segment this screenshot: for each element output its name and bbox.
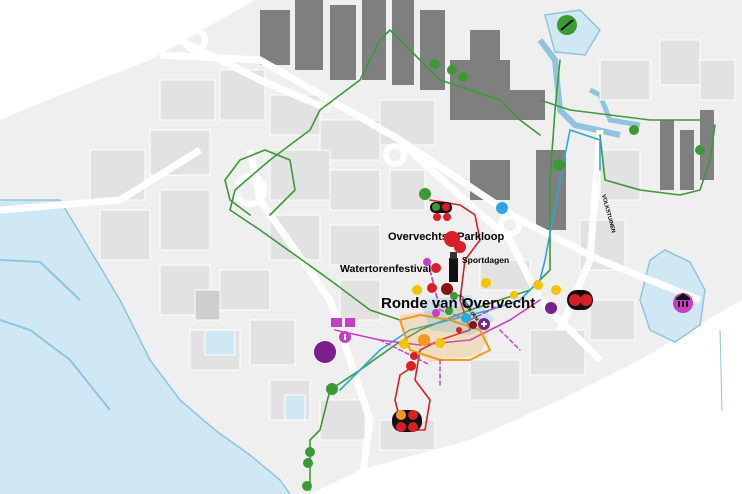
shop-marker-2[interactable] — [345, 318, 355, 327]
red-cluster-parkloop[interactable] — [427, 231, 466, 295]
red-cluster-south[interactable] — [392, 410, 422, 432]
roads — [0, 36, 702, 494]
green-route-loop — [259, 229, 401, 321]
routes — [224, 29, 716, 491]
route-dashed-1 — [379, 339, 431, 366]
red-route — [409, 199, 481, 431]
purple-small-marker[interactable] — [545, 302, 557, 314]
green-markers[interactable] — [302, 59, 705, 491]
watertower-marker[interactable] — [449, 252, 458, 282]
green-route-north — [229, 29, 541, 231]
green-route-west — [224, 149, 296, 216]
misc-markers[interactable] — [423, 258, 490, 333]
yellow-badges[interactable] — [399, 278, 561, 349]
blue-markers[interactable] — [461, 202, 508, 323]
magenta-route — [334, 299, 541, 346]
museum-marker[interactable] — [673, 293, 693, 313]
label-sportdagen: Sportdagen — [462, 255, 509, 265]
shop-marker[interactable] — [331, 318, 342, 327]
red-cluster-east[interactable] — [567, 290, 593, 310]
purple-event-marker[interactable] — [314, 341, 336, 363]
info-marker[interactable] — [339, 331, 351, 343]
green-route-east — [599, 124, 716, 196]
red-cluster-mid[interactable] — [406, 352, 418, 371]
green-route-volkstuinen — [539, 99, 701, 121]
label-watertoren: Watertorenfestival — [340, 263, 431, 275]
markers — [302, 15, 705, 491]
route-dashed-2 — [499, 329, 521, 351]
sport-field-marker[interactable] — [557, 15, 577, 35]
orange-route — [399, 314, 491, 361]
red-route-b — [394, 364, 416, 421]
label-ronde: Ronde van Overvecht — [381, 295, 535, 312]
red-cluster-north[interactable] — [430, 202, 452, 221]
